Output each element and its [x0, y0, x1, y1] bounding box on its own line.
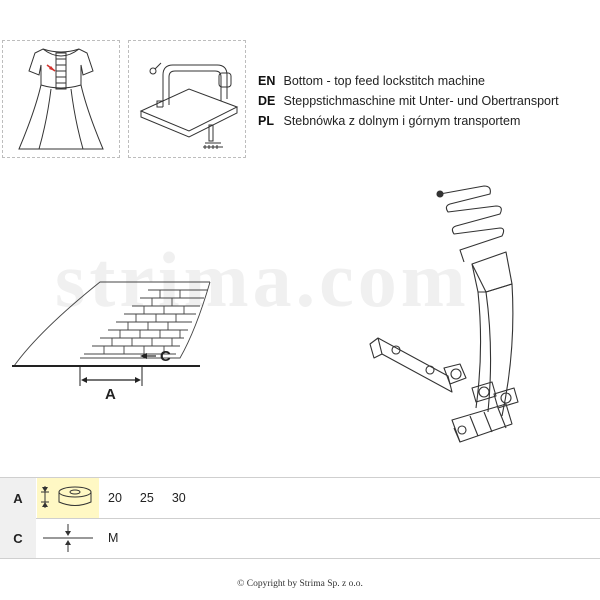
copyright: © Copyright by Strima Sp. z o.o.: [237, 579, 363, 589]
needle-position-icon-cell: [37, 518, 99, 558]
lang-text: Steppstichmaschine mit Unter- und Obertr…: [283, 94, 559, 108]
row-values: M: [108, 518, 136, 558]
table-row-c: C M: [0, 518, 600, 559]
tape-width-icon-cell: [37, 478, 99, 518]
lang-row-de: DE Steppstichmaschine mit Unter- und Obe…: [258, 93, 559, 109]
lang-code: PL: [258, 114, 274, 128]
binder-attachment-icon: [369, 185, 519, 443]
value-cell: 25: [139, 491, 154, 505]
dimension-label-c: C: [160, 348, 171, 365]
lang-row-en: EN Bottom - top feed lockstitch machine: [258, 73, 485, 89]
c-arrow-icon: [140, 353, 147, 359]
lang-code: DE: [258, 94, 276, 108]
row-label: A: [0, 478, 36, 518]
value-cell: 30: [171, 491, 186, 505]
machine-thumbnail: [128, 40, 246, 158]
lang-row-pl: PL Stebnówka z dolnym i górnym transport…: [258, 113, 520, 129]
dimension-label-a: A: [105, 386, 116, 403]
tape-width-icon: [41, 486, 92, 508]
needle-position-icon: [43, 524, 93, 552]
value-cell: M: [108, 531, 119, 545]
row-label: C: [0, 518, 36, 558]
dress-icon: [18, 48, 104, 150]
seam-diagram: [12, 281, 211, 386]
lang-code: EN: [258, 74, 276, 88]
red-arrow-icon: [49, 66, 55, 71]
lang-text: Bottom - top feed lockstitch machine: [283, 74, 485, 88]
lang-text: Stebnówka z dolnym i górnym transportem: [283, 114, 521, 128]
sewing-machine-icon: [139, 62, 239, 149]
watermark: strima.com: [55, 236, 470, 323]
dress-thumbnail: [2, 40, 120, 158]
row-values: 20 25 30: [108, 478, 204, 518]
table-row-a: A 20 25 30: [0, 477, 600, 519]
value-cell: 20: [108, 491, 122, 505]
